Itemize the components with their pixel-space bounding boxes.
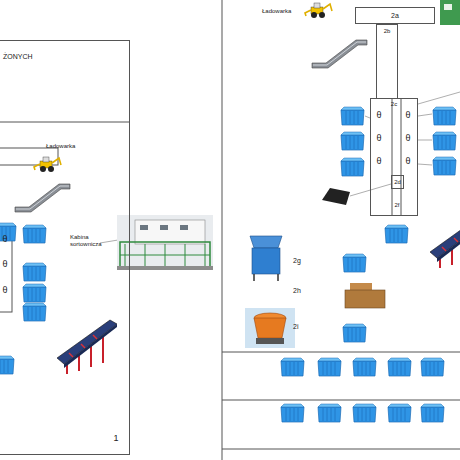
- symbol-label: θ: [373, 157, 385, 167]
- symbol-label: θ: [373, 134, 385, 144]
- part-label: Ładowarka: [46, 143, 86, 150]
- inclined-conveyors: [15, 40, 367, 212]
- part-label: 2h: [293, 287, 309, 295]
- sorting-cabin: [117, 215, 213, 270]
- symbol-label: θ: [402, 157, 414, 167]
- containers: [0, 107, 456, 422]
- process-box: 2d: [391, 175, 404, 189]
- box-label: 2b: [377, 28, 397, 35]
- process-box: 2b: [376, 24, 398, 99]
- symbol-label: θ: [402, 134, 414, 144]
- box-label: 2a: [356, 12, 434, 20]
- symbol-label: θ: [0, 286, 10, 296]
- symbol-label: θ: [0, 235, 10, 245]
- loaders: [34, 3, 332, 172]
- sorting-conveyors: [57, 214, 460, 374]
- symbol-label: θ: [373, 111, 385, 121]
- symbol-label: θ: [0, 260, 10, 270]
- box-label: 2d: [392, 179, 403, 186]
- symbol-label: θ: [402, 111, 414, 121]
- part-label: Kabina sortownicza: [70, 234, 114, 247]
- part-label: 2g: [293, 257, 309, 265]
- box-label: 2c: [371, 101, 417, 108]
- part-label: Ładowarka: [262, 8, 302, 15]
- area-panel: ŻONYCH: [0, 40, 130, 455]
- process-box: 2a: [355, 7, 435, 24]
- part-label: 2i: [293, 323, 309, 331]
- machines: [245, 0, 460, 348]
- part-label: 2f: [390, 202, 404, 209]
- leader-lines: [100, 92, 460, 243]
- symbol-label: 1: [110, 434, 122, 444]
- box-label: ŻONYCH: [3, 53, 129, 61]
